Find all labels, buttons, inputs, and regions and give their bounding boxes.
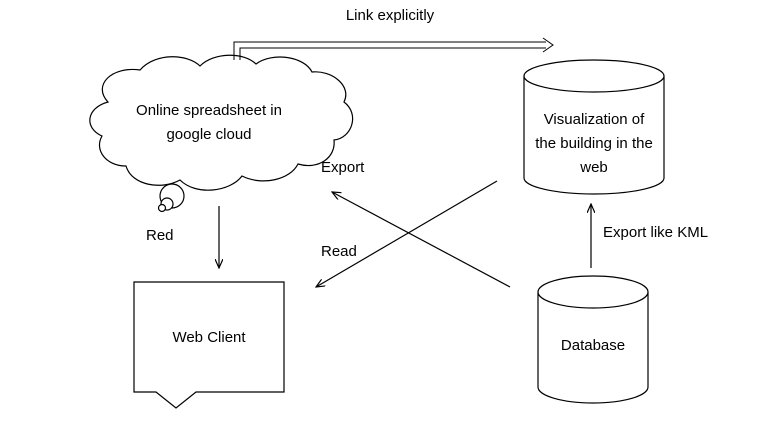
visualization-label-line1: Visualization of	[543, 111, 645, 128]
read-arrow	[316, 180, 498, 287]
database-label: Database	[560, 337, 626, 354]
export-arrow	[332, 192, 511, 288]
visualization-cylinder[interactable]	[523, 59, 665, 195]
web-client-box[interactable]	[133, 281, 285, 409]
spreadsheet-cloud[interactable]	[89, 54, 354, 213]
red-label: Red	[146, 227, 174, 244]
spreadsheet-label-line2: google cloud	[166, 126, 252, 143]
export-label: Export	[321, 159, 365, 176]
web-client-label: Web Client	[172, 329, 246, 346]
read-label: Read	[321, 243, 357, 260]
spreadsheet-label-line1: Online spreadsheet in	[136, 102, 282, 119]
link-explicitly-arrow	[233, 37, 554, 60]
visualization-label-line3: web	[580, 159, 608, 176]
visualization-label: Visualization of the building in the web	[524, 108, 664, 180]
spreadsheet-label: Online spreadsheet in google cloud	[118, 99, 300, 147]
export-kml-label: Export like KML	[603, 224, 709, 241]
link-explicitly-label: Link explicitly	[345, 7, 435, 24]
visualization-label-line2: the building in the	[535, 135, 653, 152]
database-cylinder[interactable]	[537, 275, 649, 404]
